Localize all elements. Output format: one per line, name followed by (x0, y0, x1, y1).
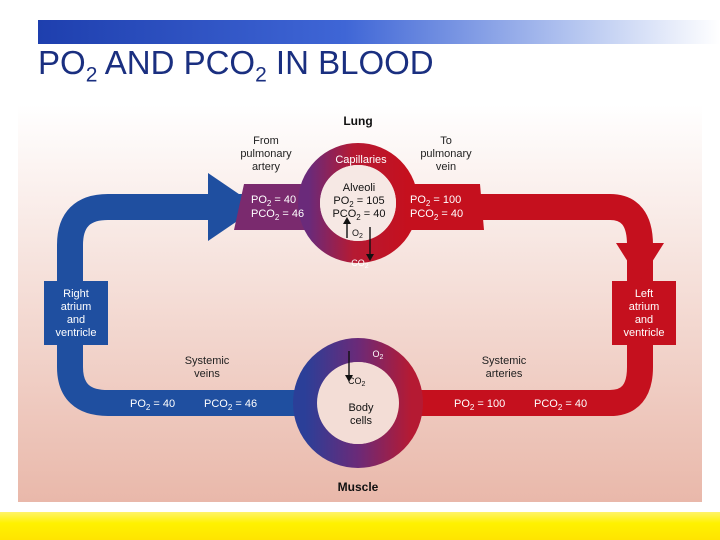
systemic-veins-pco2: PCO2 = 46 (204, 398, 257, 412)
svg-text:vein: vein (436, 161, 456, 173)
systemic-veins-label: Systemic veins (185, 355, 230, 380)
svg-text:Body: Body (348, 402, 374, 414)
lung-o2-arrowhead (343, 217, 351, 224)
svg-text:atrium: atrium (61, 301, 92, 313)
capillaries-label: Capillaries (335, 154, 387, 166)
lung-o2-label: O2 (352, 228, 363, 240)
from-pulmonary-artery-label: From pulmonary artery (240, 135, 292, 173)
lung-co2-arrowhead (366, 254, 374, 261)
systemic-veins-po2: PO2 = 40 (130, 398, 175, 412)
alveoli-po2: PO2 = 105 (333, 195, 384, 209)
svg-text:ventricle: ventricle (56, 327, 97, 339)
lung-co2-label: CO2 (351, 258, 369, 270)
footer-accent-bar (0, 512, 720, 540)
lung-alveoli-core (320, 165, 396, 241)
svg-text:To: To (440, 135, 452, 147)
pulmonary-vein-band (402, 184, 484, 230)
pulmonary-artery-po2: PO2 = 40 (251, 194, 296, 208)
pulmonary-vein-po2: PO2 = 100 (410, 194, 461, 208)
left-atrium-box (612, 281, 676, 345)
lung-capillary-ring (298, 143, 418, 263)
svg-text:and: and (67, 314, 85, 326)
svg-text:veins: veins (194, 368, 220, 380)
muscle-label: Muscle (338, 480, 379, 494)
alveoli-pco2: PCO2 = 40 (332, 208, 385, 222)
systemic-arteries-pco2: PCO2 = 40 (534, 398, 587, 412)
svg-text:Systemic: Systemic (482, 355, 527, 367)
svg-text:cells: cells (350, 415, 373, 427)
venous-arrowhead (208, 173, 258, 241)
pulmonary-artery-band (234, 184, 308, 230)
right-atrium-ventricle-label: Right atrium and ventricle (56, 288, 97, 339)
slide-title: PO2 AND PCO2 IN BLOOD (38, 44, 434, 87)
svg-text:From: From (253, 135, 279, 147)
header-accent-bar (38, 20, 720, 44)
muscle-o2-arrowhead (345, 375, 353, 382)
svg-text:pulmonary: pulmonary (420, 148, 472, 160)
lung-label: Lung (343, 114, 372, 128)
body-cells-label: Body cells (348, 402, 374, 427)
svg-text:arteries: arteries (486, 368, 523, 380)
svg-text:Systemic: Systemic (185, 355, 230, 367)
svg-text:and: and (635, 314, 653, 326)
to-pulmonary-vein-label: To pulmonary vein (420, 135, 472, 173)
svg-text:Left: Left (635, 288, 653, 300)
pulmonary-vein-pco2: PCO2 = 40 (410, 208, 463, 222)
alveoli-label: Alveoli (343, 182, 375, 194)
svg-text:ventricle: ventricle (624, 327, 665, 339)
svg-text:pulmonary: pulmonary (240, 148, 292, 160)
svg-text:Right: Right (63, 288, 89, 300)
body-cells-core (317, 362, 399, 444)
right-atrium-box (44, 281, 108, 345)
left-atrium-ventricle-label: Left atrium and ventricle (624, 288, 665, 339)
muscle-capillary-ring (293, 338, 423, 468)
muscle-o2-label: O2 (373, 349, 384, 361)
pulmonary-artery-pco2: PCO2 = 46 (251, 208, 304, 222)
systemic-arteries-label: Systemic arteries (482, 355, 527, 380)
svg-text:atrium: atrium (629, 301, 660, 313)
blood-gas-circulation-diagram: Lung Muscle From pulmonary artery To pul… (18, 105, 702, 502)
systemic-arteries-po2: PO2 = 100 (454, 398, 505, 412)
arterial-arrowhead (616, 243, 664, 281)
svg-text:artery: artery (252, 161, 281, 173)
muscle-co2-label: CO2 (348, 376, 366, 388)
